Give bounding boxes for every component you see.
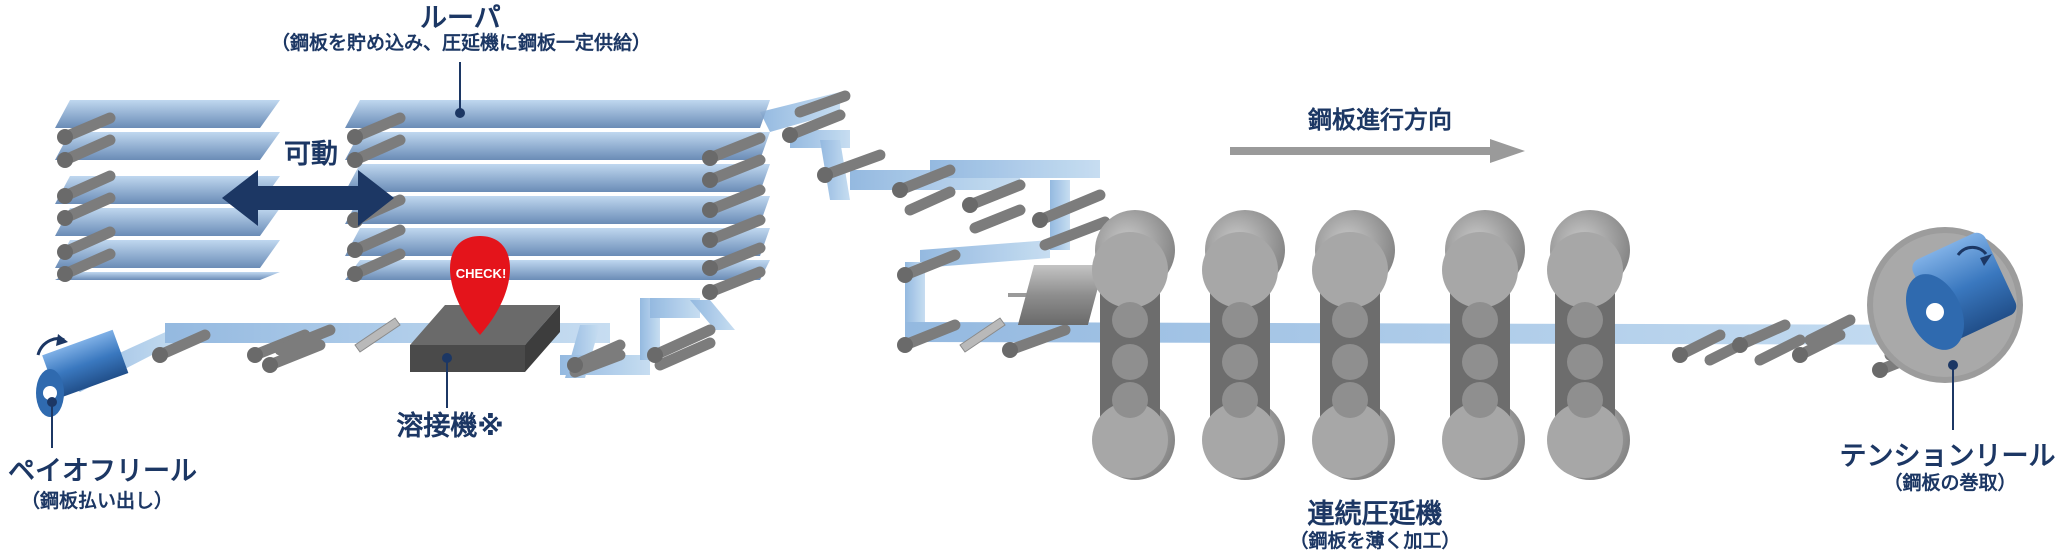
tension-reel-subtitle: （鋼板の巻取） — [1883, 472, 2017, 494]
tandem-mill-subtitle: （鋼板を薄く加工） — [1289, 530, 1461, 552]
tandem-mill-stands — [1017, 210, 1630, 480]
guide-plates — [354, 317, 1006, 353]
looper-subtitle: （鋼板を貯め込み、圧延機に鋼板一定供給） — [270, 32, 651, 54]
check-label: CHECK! — [455, 266, 507, 281]
tension-reel — [1867, 227, 2023, 383]
welder-machine — [410, 305, 560, 372]
welder-label: 溶接機※ — [396, 411, 504, 442]
payoff-reel-title: ペイオフリール — [8, 456, 197, 487]
check-pin — [450, 236, 510, 335]
looper-title: ルーパ — [420, 3, 501, 34]
movable-double-arrow — [222, 170, 394, 226]
tandem-mill-title: 連続圧延機 — [1307, 499, 1443, 530]
payoff-reel-coil — [36, 329, 129, 417]
payoff-reel-subtitle: （鋼板払い出し） — [20, 490, 173, 512]
tension-rotation-arrow — [1956, 245, 1988, 256]
movable-label: 可動 — [284, 139, 338, 170]
looper-right-stack — [345, 100, 770, 280]
direction-label: 鋼板進行方向 — [1308, 106, 1452, 134]
guide-rolls — [57, 90, 1936, 378]
leader-lines — [51, 62, 1954, 448]
leader-dots — [47, 108, 1958, 407]
tension-reel-title: テンションリール — [1839, 441, 2056, 472]
